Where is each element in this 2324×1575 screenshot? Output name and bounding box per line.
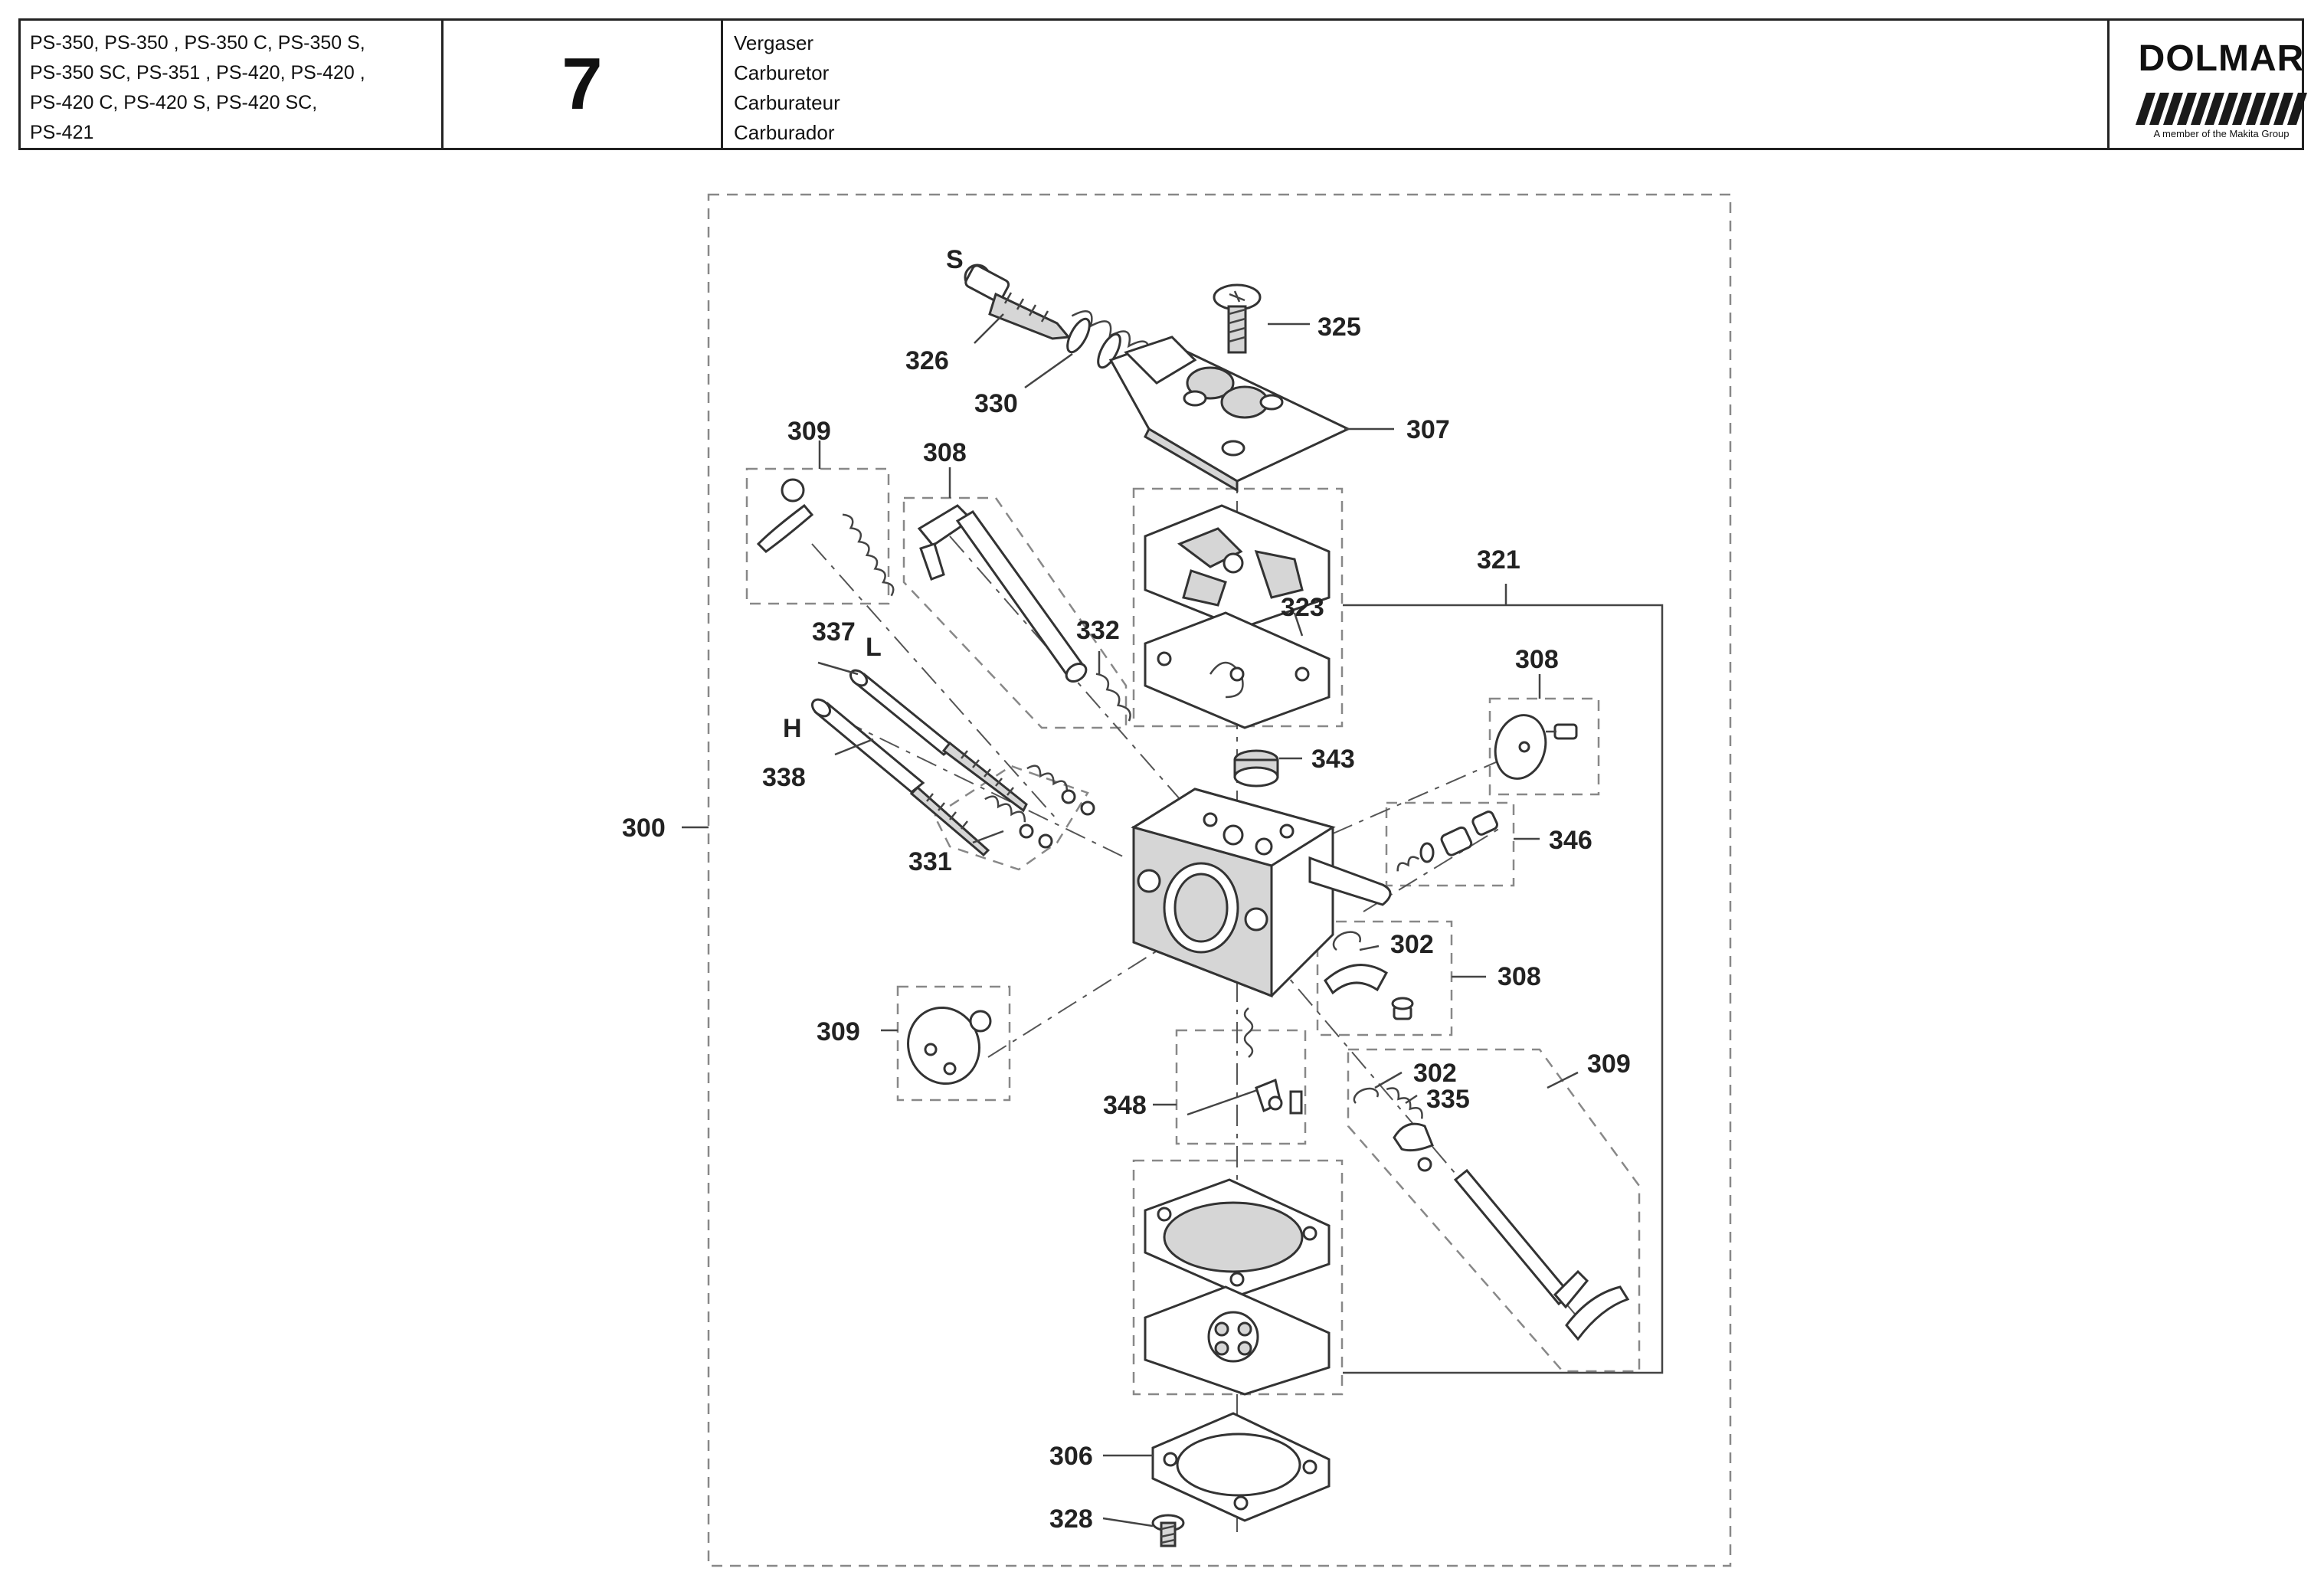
label-302-top: 302 — [1390, 930, 1434, 959]
title-en: Carburetor — [734, 61, 830, 84]
axis-needles — [842, 719, 1127, 859]
label-H: H — [783, 714, 802, 743]
springs-331-icon — [984, 765, 1095, 849]
label-309-left: 309 — [817, 1017, 860, 1046]
label-L: L — [866, 633, 882, 662]
throttle-plate-309-icon — [907, 1006, 992, 1085]
label-300: 300 — [622, 814, 666, 843]
pump-diaphragm-icon — [1144, 1285, 1331, 1396]
choke-shaft-308-icon — [917, 504, 1088, 683]
title-list: Vergaser Carburetor Carburateur Carburad… — [723, 21, 2110, 148]
title-es: Carburador — [734, 121, 835, 144]
group-308-right-box — [1488, 697, 1600, 796]
section-number: 7 — [444, 21, 723, 148]
group-348-box — [1175, 1029, 1307, 1145]
label-323: 323 — [1281, 593, 1324, 622]
bracket-321 — [1343, 604, 1664, 1374]
clip-302-lower-icon — [1353, 1087, 1379, 1104]
throttle-shaft-309-icon — [1393, 1122, 1630, 1341]
label-326: 326 — [905, 346, 949, 375]
group-309-left-box — [896, 985, 1011, 1102]
label-308-lever: 308 — [1498, 962, 1541, 991]
group-346-box — [1385, 801, 1515, 887]
brand-logo: DOLMAR A member of the Makita Group — [2110, 21, 2307, 148]
screw-328-icon — [1151, 1514, 1185, 1547]
lever-spring-309-icon — [756, 478, 895, 597]
label-308-right: 308 — [1515, 645, 1559, 674]
model-line: PS-421 — [30, 122, 94, 143]
spring-332-icon — [1095, 673, 1131, 722]
metering-diaphragm-icon — [1144, 504, 1331, 630]
label-302-lower: 302 — [1413, 1059, 1457, 1088]
label-348: 348 — [1103, 1091, 1147, 1120]
group-323-gasket-box — [1132, 487, 1344, 728]
brand-name: DOLMAR — [2138, 38, 2305, 79]
label-309-top: 309 — [787, 417, 831, 446]
label-338: 338 — [762, 763, 806, 792]
spring-330-icon — [1066, 309, 1150, 369]
label-306: 306 — [1049, 1442, 1093, 1471]
title-de: Vergaser — [734, 31, 814, 54]
spring-335-icon — [1386, 1087, 1423, 1119]
group-331-spring-box — [933, 765, 1089, 871]
model-list: PS-350, PS-350 , PS-350 C, PS-350 S, PS-… — [21, 21, 444, 148]
metering-gasket-323-icon — [1144, 611, 1331, 729]
disc-308-right-icon — [1494, 714, 1578, 780]
carburetor-body-icon — [1131, 788, 1392, 998]
label-330: 330 — [974, 389, 1018, 418]
label-332: 332 — [1076, 616, 1120, 645]
screw-325-icon — [1213, 283, 1262, 354]
lever-308-icon — [1324, 964, 1414, 1020]
label-346: 346 — [1549, 826, 1592, 855]
clip-302-icon — [1332, 931, 1361, 951]
label-331: 331 — [908, 847, 952, 876]
label-337: 337 — [812, 617, 856, 647]
leader-lines — [682, 313, 1579, 1528]
assembly-300-frame — [707, 193, 1732, 1567]
model-line: PS-350, PS-350 , PS-350 C, PS-350 S, — [30, 32, 365, 54]
needle-H-338-icon — [810, 698, 990, 857]
inlet-lever-348-icon — [1187, 1007, 1303, 1116]
brand-tagline: A member of the Makita Group — [2153, 128, 2290, 139]
label-343: 343 — [1311, 745, 1355, 774]
group-309-top-box — [745, 467, 890, 605]
group-308-choke-box — [902, 496, 1128, 729]
label-S: S — [946, 245, 964, 274]
label-307: 307 — [1406, 415, 1450, 444]
group-309-throttle-box — [1347, 1048, 1641, 1373]
model-line: PS-420 C, PS-420 S, PS-420 SC, — [30, 92, 318, 113]
model-line: PS-350 SC, PS-351 , PS-420, PS-420 , — [30, 62, 365, 83]
title-fr: Carburateur — [734, 91, 840, 114]
label-308-choke: 308 — [923, 438, 967, 467]
parts-346-icon — [1396, 810, 1498, 872]
header-table: PS-350, PS-350 , PS-350 C, PS-350 S, PS-… — [18, 18, 2307, 150]
label-335: 335 — [1426, 1085, 1470, 1114]
needle-L-337-icon — [849, 669, 1028, 813]
metering-cover-307-icon — [1108, 336, 1351, 493]
part-labels: 300 S 326 330 325 307 309 308 321 323 33… — [622, 245, 1631, 1534]
inlet-needle-343-icon — [1233, 749, 1279, 788]
pump-cover-306-icon — [1151, 1412, 1331, 1522]
label-325: 325 — [1317, 313, 1361, 342]
brand-stripes-icon — [2136, 93, 2307, 125]
axis-309-top — [811, 543, 1058, 820]
axis-346 — [1363, 827, 1502, 912]
label-328: 328 — [1049, 1505, 1093, 1534]
label-309-right: 309 — [1587, 1049, 1631, 1079]
pump-gasket-icon — [1144, 1178, 1331, 1296]
adjust-screw-326-icon — [964, 264, 1071, 340]
group-308-lever-box — [1316, 920, 1453, 1036]
label-321: 321 — [1477, 545, 1520, 575]
